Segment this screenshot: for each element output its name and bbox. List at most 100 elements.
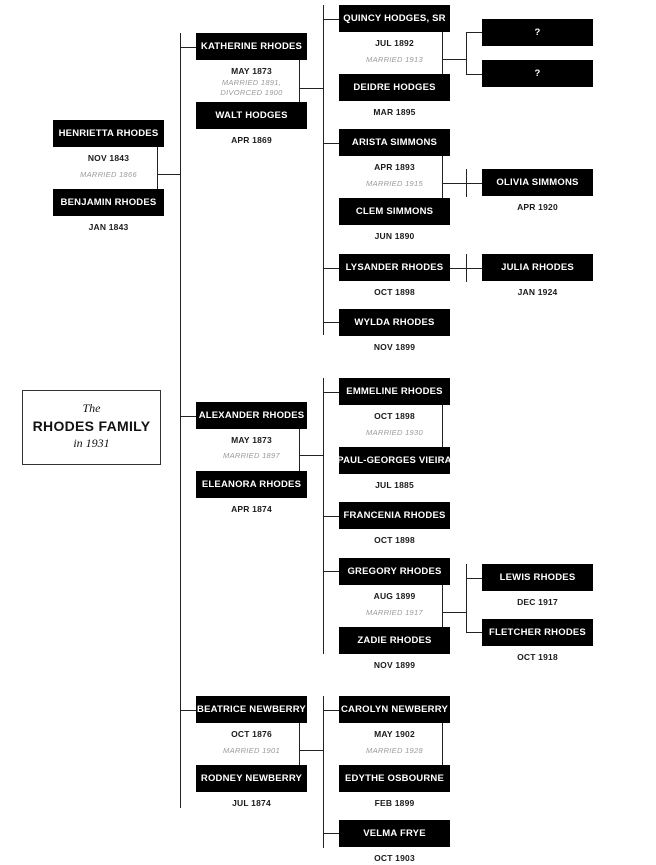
connector: [442, 183, 482, 184]
person-katherine-rhodes[interactable]: KATHERINE RHODES: [196, 33, 307, 60]
marriage-note: MARRIED 1928: [366, 746, 423, 755]
birth-date: JUL 1892: [375, 38, 414, 48]
person-clem-simmons[interactable]: CLEM SIMMONS: [339, 198, 450, 225]
person-rodney-newberry[interactable]: RODNEY NEWBERRY: [196, 765, 307, 792]
connector: [323, 143, 339, 144]
marriage-note: MARRIED 1913: [366, 55, 423, 64]
person-benjamin-rhodes[interactable]: BENJAMIN RHODES: [53, 189, 164, 216]
person-velma-frye[interactable]: VELMA FRYE: [339, 820, 450, 847]
person-francenia-rhodes[interactable]: FRANCENIA RHODES: [339, 502, 450, 529]
connector: [323, 392, 339, 393]
connector: [299, 750, 323, 751]
person-carolyn-newberry[interactable]: CAROLYN NEWBERRY: [339, 696, 450, 723]
birth-date: JAN 1924: [517, 287, 558, 297]
connector: [466, 632, 482, 633]
connector: [157, 174, 180, 175]
marriage-note: MARRIED 1917: [366, 608, 423, 617]
chart-title-box: The RHODES FAMILY in 1931: [22, 390, 161, 465]
connector: [299, 723, 300, 765]
marriage-note: MARRIED 1891,: [221, 78, 282, 87]
birth-date: FEB 1899: [374, 798, 415, 808]
person-paul-georges-vieira[interactable]: PAUL-GEORGES VIEIRA: [337, 447, 452, 474]
person-lewis-rhodes[interactable]: LEWIS RHODES: [482, 564, 593, 591]
person-gregory-rhodes[interactable]: GREGORY RHODES: [339, 558, 450, 585]
connector: [466, 74, 482, 75]
connector: [323, 710, 339, 711]
person-olivia-simmons[interactable]: OLIVIA SIMMONS: [482, 169, 593, 196]
connector: [299, 455, 323, 456]
birth-date: OCT 1918: [517, 652, 558, 662]
chart-title: RHODES FAMILY: [32, 418, 151, 434]
birth-date: MAY 1873: [231, 435, 272, 445]
person-julia-rhodes[interactable]: JULIA RHODES: [482, 254, 593, 281]
person-unknown[interactable]: ?: [482, 60, 593, 87]
birth-date: MAY 1902: [374, 729, 415, 739]
connector: [323, 696, 324, 848]
person-deidre-hodges[interactable]: DEIDRE HODGES: [339, 74, 450, 101]
birth-date: NOV 1899: [373, 342, 416, 352]
connector: [466, 564, 467, 632]
birth-date: JUL 1874: [232, 798, 271, 808]
connector: [442, 156, 443, 198]
person-unknown[interactable]: ?: [482, 19, 593, 46]
connector: [442, 405, 443, 447]
connector: [180, 47, 196, 48]
connector: [466, 32, 467, 74]
person-quincy-hodges-sr[interactable]: QUINCY HODGES, SR: [339, 5, 450, 32]
birth-date: JUN 1890: [374, 231, 415, 241]
birth-date: JAN 1843: [88, 222, 129, 232]
person-alexander-rhodes[interactable]: ALEXANDER RHODES: [196, 402, 307, 429]
birth-date: APR 1874: [231, 504, 272, 514]
connector: [157, 147, 158, 189]
title-suffix: in 1931: [73, 436, 110, 450]
birth-date: DEC 1917: [517, 597, 558, 607]
title-prefix: The: [82, 401, 101, 415]
person-lysander-rhodes[interactable]: LYSANDER RHODES: [339, 254, 450, 281]
connector: [442, 59, 466, 60]
connector: [323, 833, 339, 834]
connector: [299, 88, 323, 89]
birth-date: OCT 1898: [374, 287, 415, 297]
connector: [299, 60, 300, 102]
connector: [442, 612, 466, 613]
connector: [323, 322, 339, 323]
connector: [180, 33, 181, 808]
connector: [442, 585, 443, 627]
person-fletcher-rhodes[interactable]: FLETCHER RHODES: [482, 619, 593, 646]
connector: [323, 571, 339, 572]
birth-date: NOV 1899: [373, 660, 416, 670]
marriage-note: MARRIED 1930: [366, 428, 423, 437]
birth-date: AUG 1899: [373, 591, 416, 601]
connector: [180, 710, 196, 711]
birth-date: MAR 1895: [373, 107, 416, 117]
marriage-note: MARRIED 1866: [80, 170, 137, 179]
connector: [323, 516, 339, 517]
connector: [299, 429, 300, 471]
person-wylda-rhodes[interactable]: WYLDA RHODES: [339, 309, 450, 336]
connector: [466, 254, 467, 282]
person-eleanora-rhodes[interactable]: ELEANORA RHODES: [196, 471, 307, 498]
person-zadie-rhodes[interactable]: ZADIE RHODES: [339, 627, 450, 654]
connector: [466, 169, 467, 197]
birth-date: APR 1869: [231, 135, 272, 145]
person-emmeline-rhodes[interactable]: EMMELINE RHODES: [339, 378, 450, 405]
connector: [323, 5, 324, 335]
divorce-note: DIVORCED 1900: [220, 88, 283, 97]
connector: [442, 32, 443, 74]
person-henrietta-rhodes[interactable]: HENRIETTA RHODES: [53, 120, 164, 147]
connector: [323, 19, 339, 20]
person-walt-hodges[interactable]: WALT HODGES: [196, 102, 307, 129]
connector: [180, 416, 196, 417]
birth-date: OCT 1898: [374, 535, 415, 545]
connector: [466, 578, 482, 579]
birth-date: OCT 1876: [231, 729, 272, 739]
birth-date: NOV 1843: [87, 153, 130, 163]
person-beatrice-newberry[interactable]: BEATRICE NEWBERRY: [196, 696, 307, 723]
person-edythe-osbourne[interactable]: EDYTHE OSBOURNE: [339, 765, 450, 792]
connector: [442, 723, 443, 765]
connector: [323, 268, 339, 269]
person-arista-simmons[interactable]: ARISTA SIMMONS: [339, 129, 450, 156]
birth-date: APR 1920: [517, 202, 558, 212]
birth-date: OCT 1898: [374, 411, 415, 421]
birth-date: JUL 1885: [375, 480, 414, 490]
